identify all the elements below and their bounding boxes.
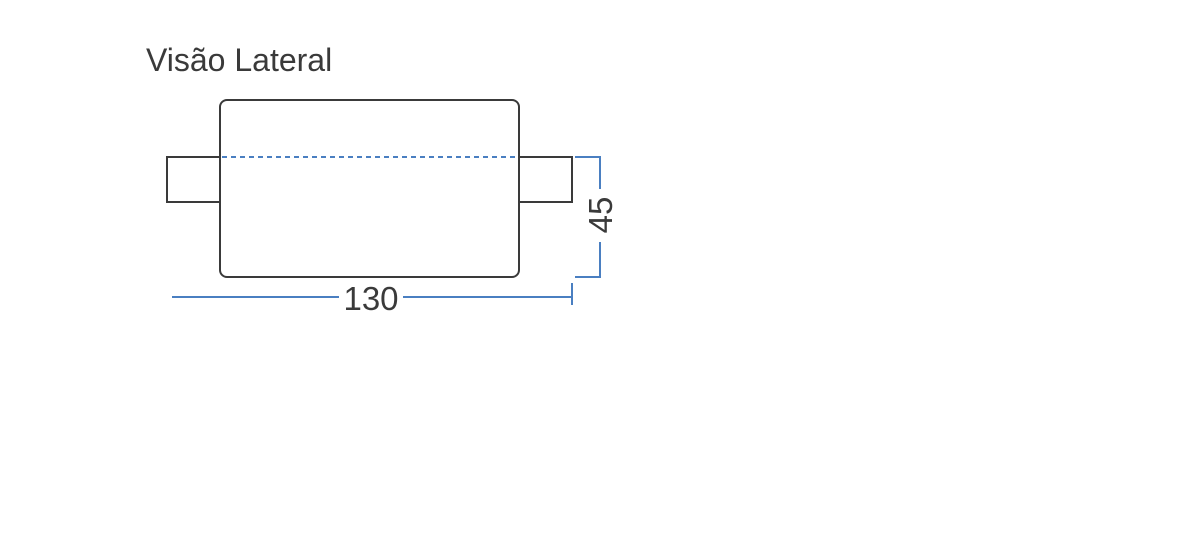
height-label: 45 xyxy=(582,197,619,234)
height-dimension: 45 xyxy=(575,156,619,278)
right-armrest xyxy=(515,156,573,203)
sofa-body xyxy=(219,99,520,278)
width-dimension: 130 xyxy=(172,280,573,317)
left-armrest xyxy=(166,156,224,203)
view-title: Visão Lateral xyxy=(146,42,332,78)
width-label: 130 xyxy=(343,280,398,317)
